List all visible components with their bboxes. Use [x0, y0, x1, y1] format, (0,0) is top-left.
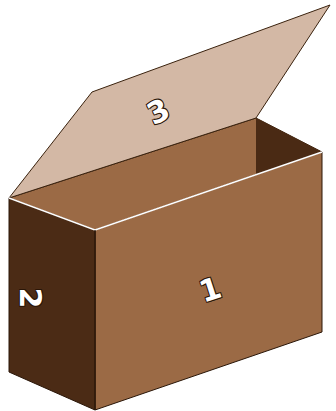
- box-edge: [95, 230, 96, 410]
- lid: [9, 5, 330, 198]
- callout-number: 2: [15, 288, 45, 309]
- side-face: [9, 198, 95, 410]
- front-face: [95, 152, 322, 410]
- rim-edge: [95, 152, 322, 230]
- rim-edge: [9, 198, 95, 230]
